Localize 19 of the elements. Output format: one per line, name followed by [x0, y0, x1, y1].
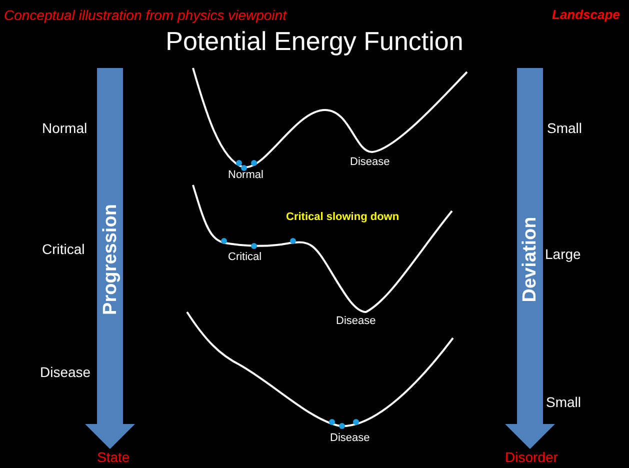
- deviation-label: Small: [546, 395, 582, 409]
- axis-end-label: State: [97, 450, 130, 464]
- curve-label: Disease: [336, 316, 376, 327]
- curve-label: Disease: [330, 433, 370, 444]
- arrow-label: Progression: [100, 204, 120, 314]
- state-label: Critical: [42, 242, 85, 256]
- curve-label: Disease: [350, 157, 390, 168]
- state-label: Disease: [40, 365, 91, 379]
- caption-text: Conceptual illustration from physics viewpoint: [4, 8, 286, 22]
- title: Potential Energy Function: [166, 28, 464, 54]
- deviation-label: Small: [547, 121, 582, 135]
- annotation-text: Critical slowing down: [286, 212, 400, 223]
- deviation-label: Large: [545, 247, 581, 261]
- state-label: Normal: [42, 121, 88, 135]
- corner-label: Landscape: [552, 8, 620, 21]
- curve-label: Critical: [228, 252, 262, 263]
- curve-label: Normal: [228, 170, 264, 181]
- axis-end-label: Disorder: [505, 450, 558, 464]
- arrow-label: Deviation: [520, 216, 540, 302]
